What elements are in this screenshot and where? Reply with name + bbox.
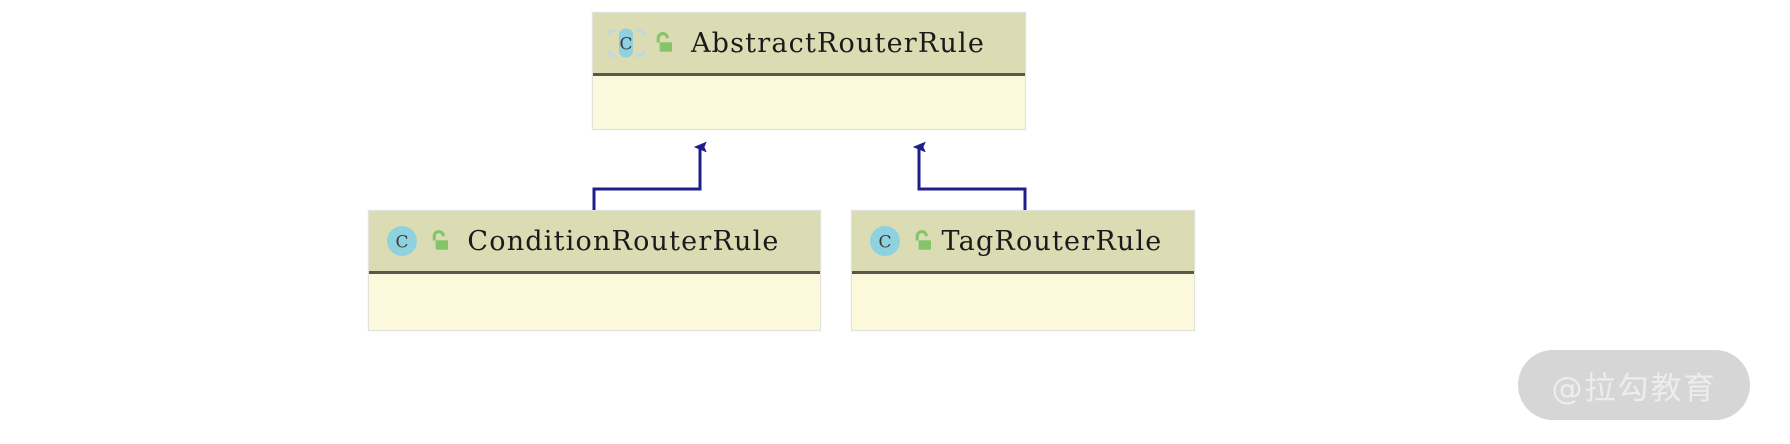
generalization-edge-tag-router-rule [919, 147, 1027, 212]
uml-class-icon-group: C [383, 224, 451, 258]
uml-class-name: TagRouterRule [941, 225, 1163, 257]
watermark-text: @拉勾教育 [1551, 370, 1717, 407]
uml-class-abstract-router-rule[interactable]: C AbstractRouterRule [592, 12, 1026, 130]
unlocked-padlock-icon [432, 230, 448, 250]
uml-members-compartment [369, 274, 820, 329]
watermark-badge: @拉勾教育 [1518, 350, 1750, 420]
uml-members-compartment [852, 274, 1194, 329]
uml-class-condition-router-rule[interactable]: C ConditionRouterRule [368, 210, 821, 331]
uml-class-icon-group: C [866, 224, 934, 258]
unlocked-padlock-icon [656, 32, 672, 52]
uml-class-name: AbstractRouterRule [690, 27, 986, 59]
abstract-class-icon: C [607, 28, 645, 58]
class-icon: C [870, 226, 900, 256]
uml-class-header: C TagRouterRule [852, 211, 1194, 274]
uml-class-header: C AbstractRouterRule [593, 13, 1025, 76]
uml-class-name: ConditionRouterRule [467, 225, 780, 257]
svg-text:C: C [395, 233, 408, 253]
svg-text:C: C [619, 35, 632, 55]
uml-class-header: C ConditionRouterRule [369, 211, 820, 274]
svg-text:C: C [878, 233, 891, 253]
uml-class-tag-router-rule[interactable]: C TagRouterRule [851, 210, 1195, 331]
class-icon: C [387, 226, 417, 256]
uml-class-icon-group: C [607, 26, 675, 60]
unlocked-padlock-icon [915, 230, 931, 250]
generalization-edge-condition-router-rule [592, 147, 700, 212]
uml-members-compartment [593, 76, 1025, 128]
